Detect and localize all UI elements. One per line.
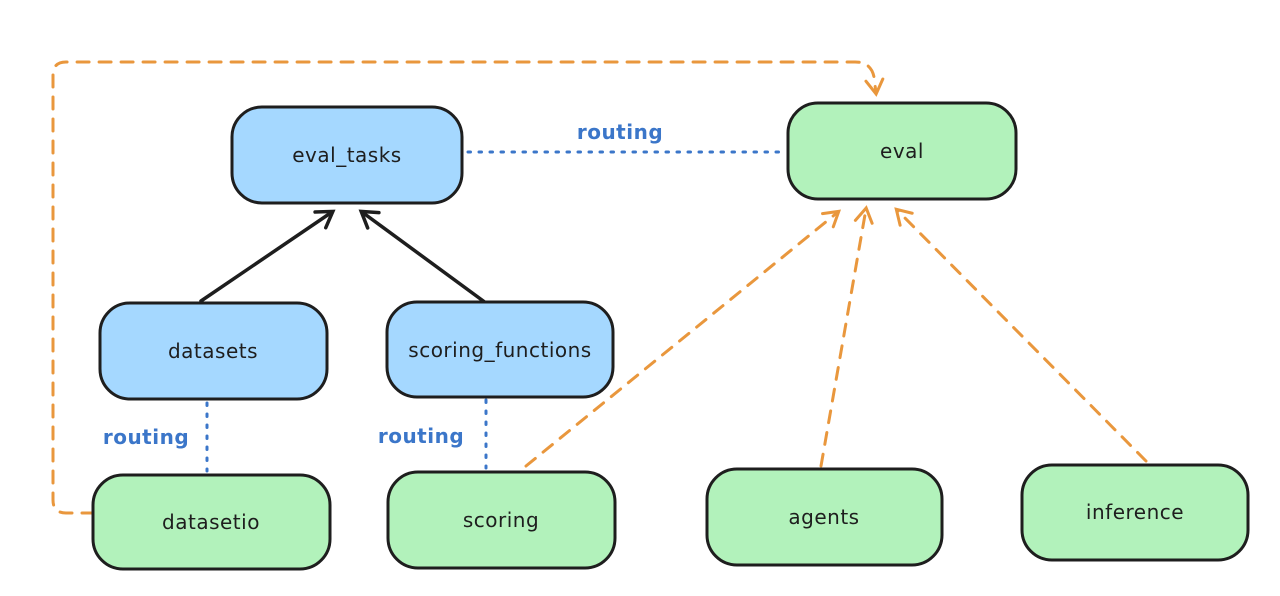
node-inference-label: inference xyxy=(1086,500,1184,524)
node-scoring: scoring xyxy=(386,470,617,570)
node-eval-box xyxy=(786,101,1018,201)
edge-scoring-to-eval xyxy=(524,209,842,468)
edge-scoring-functions-to-eval-tasks xyxy=(358,209,488,305)
node-inference-box xyxy=(1020,463,1250,562)
node-datasets-label: datasets xyxy=(168,339,258,363)
edge-label-routing-datasets: routing xyxy=(103,425,189,449)
edge-datasetio-to-eval xyxy=(51,60,885,515)
node-agents-label: agents xyxy=(788,505,859,529)
node-inference: inference xyxy=(1020,463,1250,562)
node-datasets: datasets xyxy=(98,301,329,401)
edge-label-routing-scoring: routing xyxy=(378,424,464,448)
edge-label-routing-top: routing xyxy=(577,120,663,144)
node-layer: eval_tasks eval datasets scoring_functio… xyxy=(91,101,1250,571)
edge-agents-to-eval xyxy=(819,205,874,468)
edge-layer xyxy=(51,60,1148,515)
node-datasetio-box xyxy=(91,473,332,571)
edge-datasets-to-eval-tasks xyxy=(199,209,336,303)
node-agents-box xyxy=(705,467,944,567)
node-scoring-functions: scoring_functions xyxy=(385,300,615,399)
node-eval-label: eval xyxy=(880,139,924,163)
node-scoring-functions-box xyxy=(385,300,615,399)
node-datasetio: datasetio xyxy=(91,473,332,571)
node-eval-tasks-label: eval_tasks xyxy=(292,143,401,167)
edge-inference-to-eval xyxy=(894,207,1148,463)
node-datasets-box xyxy=(98,301,329,401)
edge-label-layer: routing routing routing xyxy=(103,120,663,449)
node-datasetio-label: datasetio xyxy=(162,510,260,534)
node-scoring-functions-label: scoring_functions xyxy=(408,338,591,362)
node-agents: agents xyxy=(705,467,944,567)
node-scoring-label: scoring xyxy=(463,508,539,532)
node-eval-tasks: eval_tasks xyxy=(230,105,464,205)
node-eval-tasks-box xyxy=(230,105,464,205)
node-eval: eval xyxy=(786,101,1018,201)
node-scoring-box xyxy=(386,470,617,570)
